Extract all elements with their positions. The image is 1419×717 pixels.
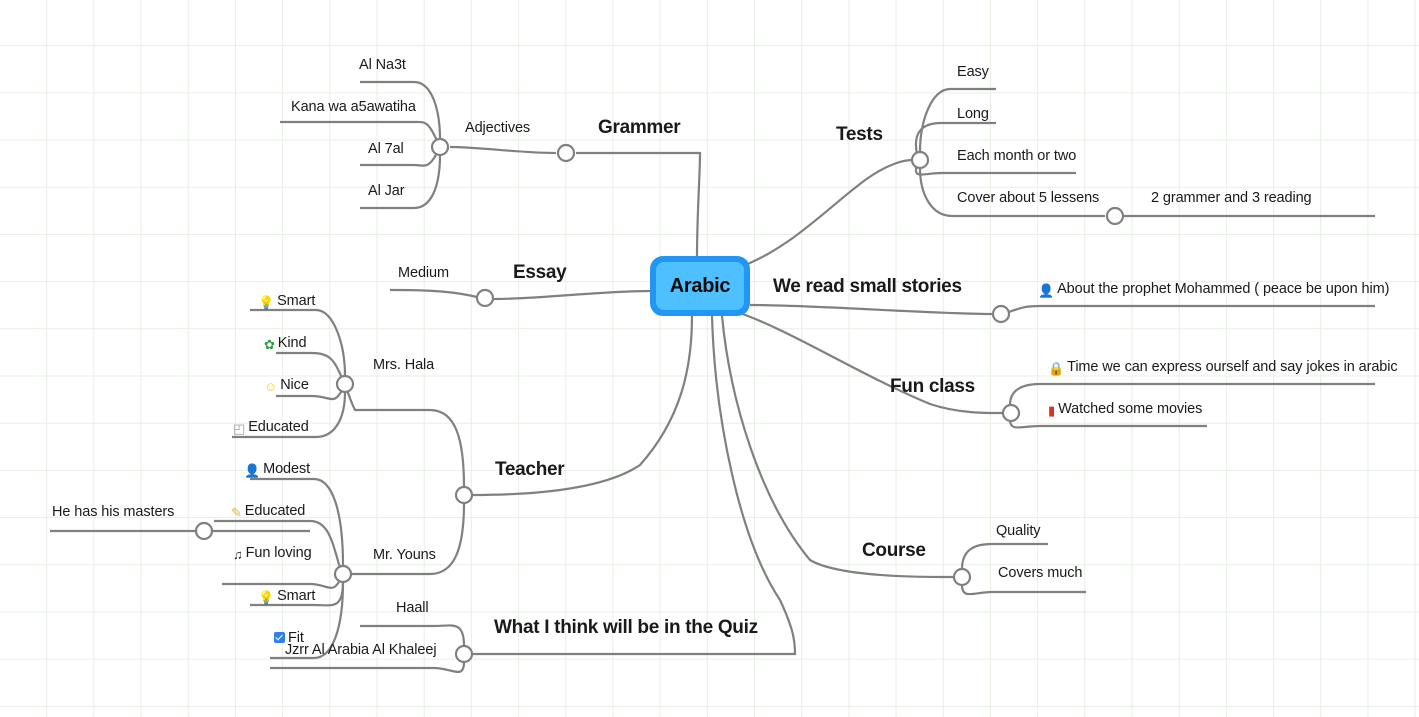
link-youns-funloving — [222, 579, 341, 589]
link-root-quiz — [472, 315, 797, 656]
node-al-jar[interactable]: Al Jar — [368, 183, 405, 199]
link-root-course — [720, 315, 956, 579]
joint-youns-educated — [194, 521, 214, 541]
link-quiz-jzrr — [270, 661, 466, 673]
lightbulb-icon: 💡 — [258, 295, 275, 310]
node-cover-about-5-lessens[interactable]: Cover about 5 lessens — [957, 190, 1100, 206]
joint-mrs-hala — [335, 374, 355, 394]
link-root-funclass — [736, 310, 1004, 415]
root-node[interactable]: Arabic — [650, 256, 750, 316]
node-hala-kind-label: Kind — [277, 335, 307, 351]
link-adj-aljar — [360, 154, 442, 210]
joint-mr-youns — [333, 564, 353, 584]
joint-course — [952, 567, 972, 587]
node-watched-some-movies[interactable]: ▮Watched some movies — [1048, 402, 1202, 417]
node-youns-fun-loving-label: Fun loving — [245, 545, 312, 561]
node-mr-youns[interactable]: Mr. Youns — [373, 547, 436, 563]
node-time-express-ourself[interactable]: 🔒Time we can express ourself and say jok… — [1048, 360, 1398, 375]
person-icon: 👤 — [1038, 283, 1055, 298]
node-about-the-prophet-label: About the prophet Mohammed ( peace be up… — [1057, 281, 1390, 297]
node-teacher[interactable]: Teacher — [495, 459, 565, 480]
link-root-grammer — [576, 151, 702, 257]
node-al-7al[interactable]: Al 7al — [368, 141, 404, 157]
lightbulb-icon: 💡 — [258, 590, 275, 605]
node-hala-educated[interactable]: ◰Educated — [233, 420, 309, 435]
node-youns-fit[interactable]: Fit — [274, 631, 304, 646]
node-youns-modest-label: Modest — [263, 461, 311, 477]
node-youns-educated-label: Educated — [244, 503, 306, 519]
node-tests[interactable]: Tests — [836, 124, 883, 145]
node-mrs-hala[interactable]: Mrs. Hala — [373, 357, 435, 373]
node-adjectives[interactable]: Adjectives — [465, 120, 531, 136]
node-hala-smart[interactable]: 💡Smart — [258, 294, 315, 309]
link-teacher-youns — [352, 502, 466, 576]
root-node-label: Arabic — [656, 262, 744, 310]
node-youns-smart-label: Smart — [277, 588, 316, 604]
node-what-i-think-quiz[interactable]: What I think will be in the Quiz — [494, 617, 758, 638]
node-course[interactable]: Course — [862, 540, 926, 561]
node-fun-class[interactable]: Fun class — [890, 376, 975, 397]
node-hala-nice[interactable]: ☺Nice — [264, 378, 309, 393]
node-youns-fun-loving[interactable]: ♫Fun loving — [233, 546, 312, 561]
smiley-icon: ☺ — [264, 379, 278, 394]
node-easy[interactable]: Easy — [957, 64, 989, 80]
node-essay[interactable]: Essay — [513, 262, 567, 283]
node-youns-educated[interactable]: ✎Educated — [231, 504, 305, 519]
link-grammer-adjectives — [449, 145, 557, 155]
joint-quiz — [454, 644, 474, 664]
node-hala-nice-label: Nice — [280, 377, 309, 393]
link-course-covers — [960, 584, 1086, 596]
link-root-essay — [493, 289, 651, 301]
link-tests-eachmonth — [914, 164, 1076, 176]
link-adj-kana — [280, 120, 439, 142]
node-about-the-prophet[interactable]: 👤About the prophet Mohammed ( peace be u… — [1038, 282, 1389, 297]
node-haall[interactable]: Haall — [396, 600, 429, 616]
node-kana-wa-a5awatiha[interactable]: Kana wa a5awatiha — [291, 99, 416, 115]
link-essay-medium — [390, 288, 478, 299]
joint-tests — [910, 150, 930, 170]
joint-grammer — [556, 143, 576, 163]
rosette-icon: ✿ — [264, 337, 275, 352]
node-time-express-label: Time we can express ourself and say joke… — [1067, 359, 1398, 375]
notebook-icon: ◰ — [233, 421, 246, 436]
node-grammer[interactable]: Grammer — [598, 117, 681, 138]
link-teacher-hala — [344, 386, 466, 488]
joint-teacher — [454, 485, 474, 505]
node-hala-kind[interactable]: ✿Kind — [264, 335, 307, 352]
link-root-tests — [736, 158, 913, 270]
lock-icon: 🔒 — [1048, 361, 1065, 376]
node-quality[interactable]: Quality — [996, 523, 1041, 539]
node-long[interactable]: Long — [957, 106, 989, 122]
person-icon: 👤 — [244, 463, 261, 478]
pencil-icon: ✎ — [231, 505, 242, 520]
joint-fun-class — [1001, 403, 1021, 423]
music-note-icon: ♫ — [233, 547, 243, 562]
node-hala-educated-label: Educated — [248, 419, 309, 435]
joint-we-read-small-stories — [991, 304, 1011, 324]
joint-cover-about-5-lessens — [1105, 206, 1125, 226]
link-root-stories — [749, 303, 994, 316]
node-hala-smart-label: Smart — [277, 293, 316, 309]
node-youns-modest[interactable]: 👤Modest — [244, 462, 310, 477]
node-watched-movies-label: Watched some movies — [1058, 401, 1203, 417]
node-each-month-or-two[interactable]: Each month or two — [957, 148, 1077, 164]
node-youns-fit-label: Fit — [288, 630, 304, 646]
node-covers-much[interactable]: Covers much — [998, 565, 1083, 581]
link-funclass-movies — [1008, 419, 1207, 429]
node-medium[interactable]: Medium — [398, 265, 449, 281]
link-stories-prophet — [1008, 304, 1375, 314]
red-book-icon: ▮ — [1048, 403, 1056, 418]
node-jzrr-al-arabia-al-khaleej[interactable]: Jzrr Al Arabia Al Khaleej — [285, 642, 437, 658]
joint-essay — [475, 288, 495, 308]
checkbox-icon[interactable] — [274, 632, 285, 643]
node-al-na3t[interactable]: Al Na3t — [359, 57, 406, 73]
node-he-has-his-masters[interactable]: He has his masters — [52, 504, 175, 520]
node-we-read-small-stories[interactable]: We read small stories — [773, 276, 962, 297]
node-2-grammer-and-3-reading[interactable]: 2 grammer and 3 reading — [1151, 190, 1312, 206]
node-youns-smart[interactable]: 💡Smart — [258, 589, 315, 604]
joint-adjectives — [430, 137, 450, 157]
link-hala-kind — [276, 351, 344, 379]
